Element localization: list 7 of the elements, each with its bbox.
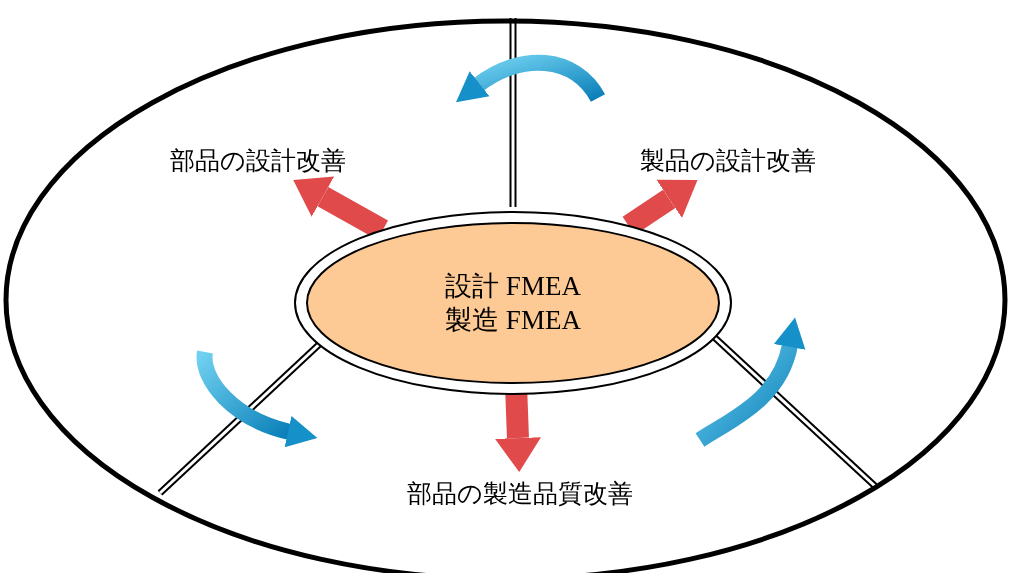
method-label: 設計 FMEA [445,270,581,303]
method-label: 製造 FMEA [445,304,581,337]
arrow [495,393,541,472]
improvement-label: 部品の製造品質改善 [380,472,660,514]
improvement-label: 製品の設計改善 [620,140,835,180]
improvement-label: 部品の設計改善 [150,140,365,180]
center-ellipse [293,210,733,396]
